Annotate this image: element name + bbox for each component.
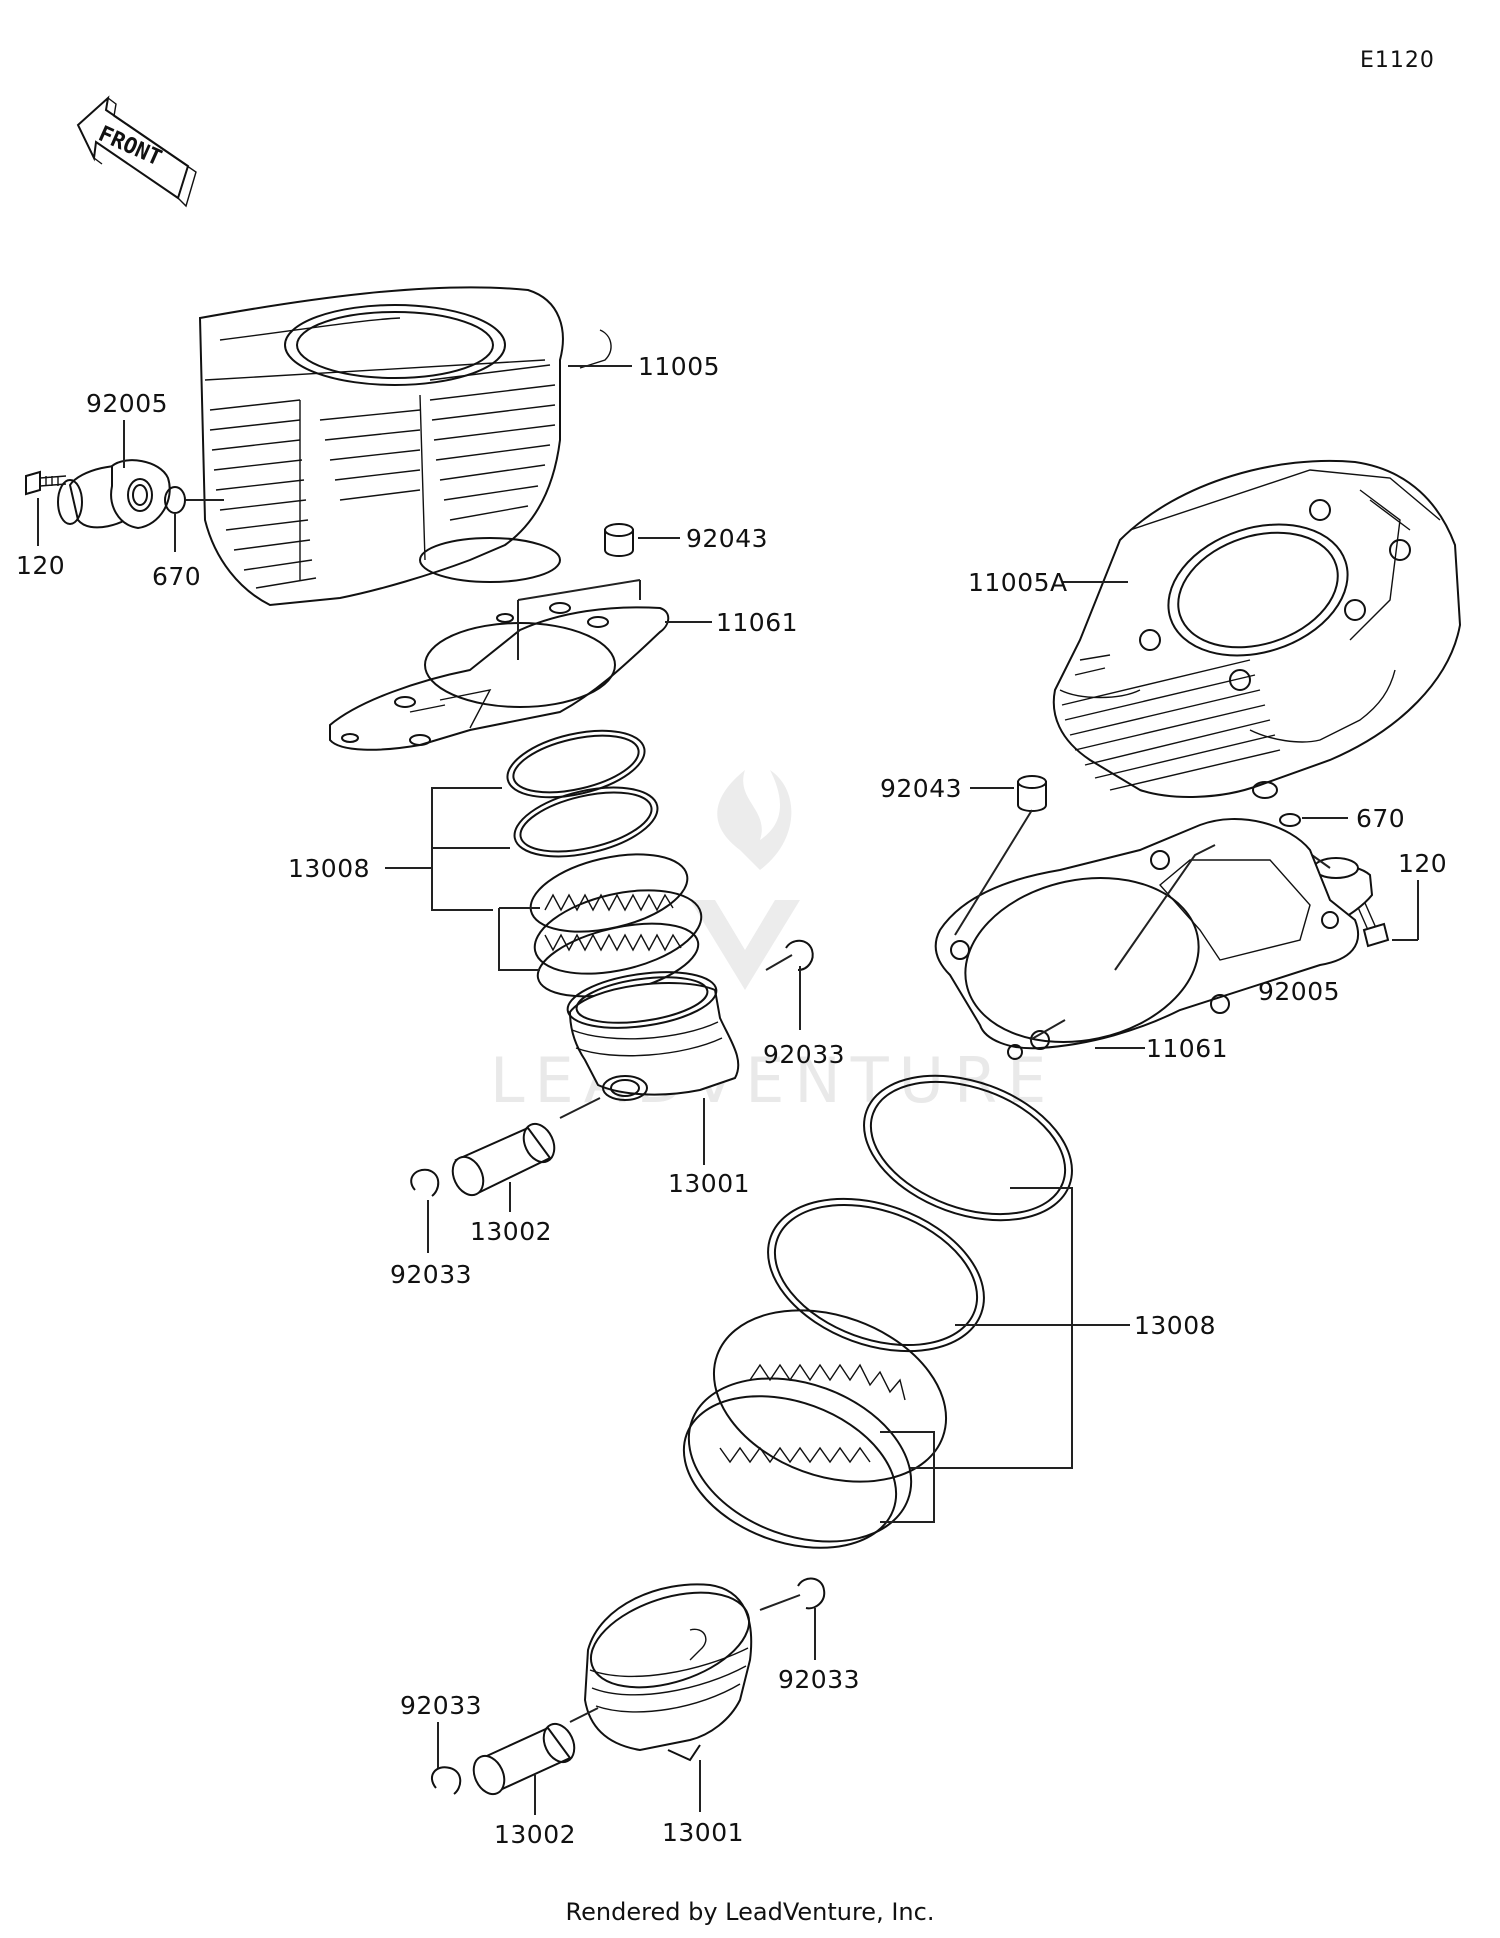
dowel-92043-right — [1017, 775, 1047, 812]
fitting-92005-left — [57, 459, 171, 530]
cooling-fins-right — [1059, 654, 1281, 791]
label-13008-left: 13008 — [288, 854, 370, 883]
label-13001-left: 13001 — [668, 1169, 750, 1198]
label-11005: 11005 — [638, 352, 720, 381]
label-92043-right: 92043 — [880, 774, 962, 803]
label-92005-left: 92005 — [86, 389, 168, 418]
label-13008-right: 13008 — [1134, 1311, 1216, 1340]
label-120-right: 120 — [1398, 849, 1447, 878]
o-ring-670-right — [1279, 813, 1301, 827]
label-11061-right: 11061 — [1146, 1034, 1228, 1063]
gasket-11061-right — [934, 818, 1360, 1060]
piston-pin-13002-right — [472, 1722, 576, 1796]
dowel-92043-left — [604, 523, 634, 557]
label-13002-right: 13002 — [494, 1820, 576, 1849]
bolt-120-left — [25, 470, 67, 496]
cylinder-left — [198, 286, 612, 607]
label-92033-right-lower: 92033 — [400, 1691, 482, 1720]
cylinder-right — [1052, 459, 1462, 799]
label-13002-left: 13002 — [470, 1217, 552, 1246]
circlip-92033-left-upper — [785, 939, 814, 971]
o-ring-670-left — [164, 486, 186, 514]
label-92043-left: 92043 — [686, 524, 768, 553]
label-120-left: 120 — [16, 551, 65, 580]
label-92005-right: 92005 — [1258, 977, 1340, 1006]
footer-credit: Rendered by LeadVenture, Inc. — [565, 1898, 935, 1926]
label-13001-right: 13001 — [662, 1818, 744, 1847]
front-arrow-icon: FRONT — [76, 95, 197, 208]
label-92033-left-upper: 92033 — [763, 1040, 845, 1069]
piston-13001-right — [583, 1583, 753, 1762]
piston-rings-right — [682, 1074, 1073, 1549]
label-92033-right-upper: 92033 — [778, 1665, 860, 1694]
piston-rings-left — [506, 729, 703, 998]
circlip-92033-left-lower — [410, 1168, 440, 1197]
label-11005a: 11005A — [968, 568, 1068, 597]
label-670-right: 670 — [1356, 804, 1405, 833]
label-670-left: 670 — [152, 562, 201, 591]
piston-pin-13002-left — [451, 1122, 556, 1197]
label-92033-left-lower: 92033 — [390, 1260, 472, 1289]
circlip-92033-right-lower — [431, 1766, 462, 1795]
label-11061-left: 11061 — [716, 608, 798, 637]
piston-13001-left — [566, 971, 740, 1101]
cooling-fins-left — [209, 364, 556, 589]
gasket-11061-left — [329, 602, 670, 751]
diagram-code: E1120 — [1360, 48, 1435, 73]
circlip-92033-right-upper — [797, 1577, 826, 1610]
